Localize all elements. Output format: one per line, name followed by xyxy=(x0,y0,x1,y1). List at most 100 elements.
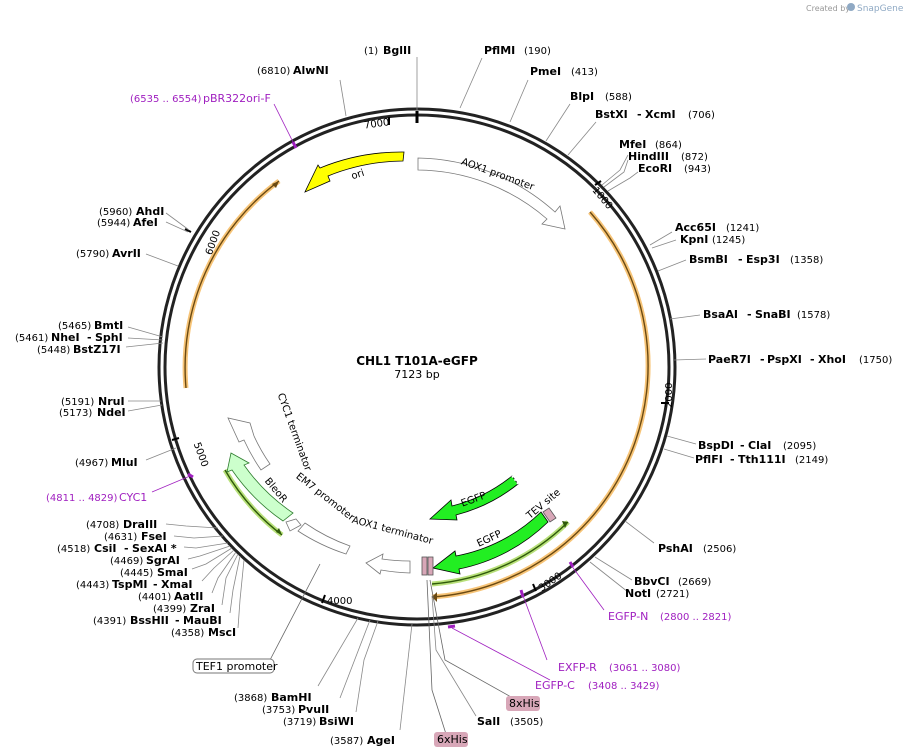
site-name-bbvci: BbvCI xyxy=(634,575,670,588)
cyc1-terminator-label: CYC1 terminator xyxy=(275,392,314,474)
site-pos-bstz17i: (5448) xyxy=(37,345,70,356)
orf-green-right-arrow xyxy=(562,521,568,528)
site-dash-bstxi: - xyxy=(637,108,642,121)
site-name-bsiwi: BsiWI xyxy=(319,715,354,728)
site-name-mfei: MfeI xyxy=(619,138,646,151)
plasmid-name: CHL1 T101A-eGFP xyxy=(356,354,478,368)
site-name-bstxi: BstXI xyxy=(595,108,628,121)
site-pos-nrui: (5191) xyxy=(61,397,94,408)
his6-label: 6xHis xyxy=(437,733,468,746)
egfp-feature-2 xyxy=(432,511,549,575)
primer-name-egfp-n: EGFP-N xyxy=(608,610,648,623)
site-pos-agei: (3587) xyxy=(330,736,363,747)
site-name-msci: MscI xyxy=(208,626,236,639)
site-pos-noti: (2721) xyxy=(656,589,689,600)
plasmid-size: 7123 bp xyxy=(394,368,439,381)
site-pos-avrii: (5790) xyxy=(76,249,109,260)
ori-feature xyxy=(304,151,405,193)
site-pos-nhei: (5461) xyxy=(15,333,48,344)
site-leader-lines xyxy=(125,57,707,731)
site-name-bsaai: BsaAI xyxy=(703,308,738,321)
primer-mark-egfp-c xyxy=(447,624,456,629)
site-pos-afei: (5944) xyxy=(97,218,130,229)
site-dash-bspdi: - xyxy=(740,439,745,452)
site-name-pmei: PmeI xyxy=(530,65,561,78)
site-pos-aatii: (4401) xyxy=(138,592,171,603)
tev-site-feature xyxy=(542,507,557,523)
primer-name-cyc1: CYC1 xyxy=(119,491,147,504)
site-name-xmai: XmaI xyxy=(161,578,192,591)
site-name-tspmi: TspMI xyxy=(112,578,148,591)
feature-leader-lines xyxy=(269,563,521,735)
site-name-blpi: BlpI xyxy=(570,90,594,103)
orf-green-left-line xyxy=(224,469,283,536)
em7-promoter-feature xyxy=(297,522,351,555)
site-name-alwni: AlwNI xyxy=(293,64,329,77)
site-pos-blpi: (588) xyxy=(605,92,632,103)
tick-2000: 2000 xyxy=(664,383,675,408)
site-name-bsmbi: BsmBI xyxy=(689,253,728,266)
site-name-pflmi: PflMI xyxy=(484,44,515,57)
site-name-avrii: AvrII xyxy=(112,247,141,260)
orf-orange-left-line xyxy=(184,180,280,389)
site-pos-bmti: (5465) xyxy=(58,321,91,332)
site-dash-pspxi: - xyxy=(810,353,815,366)
orf-orange-left xyxy=(182,178,281,389)
cyc1-terminator-feature xyxy=(227,417,271,471)
egfp-feature-1-break xyxy=(511,475,519,485)
site-name-xcmi: XcmI xyxy=(645,108,676,121)
site-name-mlui: MluI xyxy=(111,456,138,469)
site-pos-bspdi: (2095) xyxy=(783,441,816,452)
orf-orange-right-arrow xyxy=(432,592,437,602)
site-pos-ecori: (943) xyxy=(684,164,711,175)
site-name-bmti: BmtI xyxy=(94,319,123,332)
site-name-pvuii: PvuII xyxy=(298,703,329,716)
site-pos-bsshii: (4391) xyxy=(93,616,126,627)
site-name-acc65i: Acc65I xyxy=(675,221,716,234)
site-dash-bsaai: - xyxy=(747,308,752,321)
tick-marks xyxy=(171,117,669,604)
orf-green-right-line xyxy=(431,521,569,585)
site-pos-bsiwi: (3719) xyxy=(283,717,316,728)
em7-promoter-small-feature xyxy=(285,518,302,532)
primer-pos-exfp-r: (3061 .. 3080) xyxy=(609,663,681,674)
site-name-esp3i: Esp3I xyxy=(746,253,780,266)
site-pos-bamhi: (3868) xyxy=(234,693,267,704)
site-pos-tspmi: (4443) xyxy=(76,580,109,591)
site-name-nrui: NruI xyxy=(98,395,125,408)
his8-box xyxy=(506,696,540,711)
snapgene-logo-icon xyxy=(847,3,855,11)
site-name-zrai: ZraI xyxy=(190,602,215,615)
site-name-ecori: EcoRI xyxy=(638,162,672,175)
site-pos-bstxi: (706) xyxy=(688,110,715,121)
site-name-tth111i: Tth111I xyxy=(738,453,786,466)
site-pos-hindiii: (872) xyxy=(681,152,708,163)
site-pos-mlui: (4967) xyxy=(75,458,108,469)
site-name-noti: NotI xyxy=(625,587,651,600)
site-name-snabi: SnaBI xyxy=(755,308,791,321)
site-dash-paer7i: - xyxy=(760,353,765,366)
site-pos-msci: (4358) xyxy=(171,628,204,639)
site-pos-pvuii: (3753) xyxy=(262,705,295,716)
em7-promoter-label: EM7 promoter xyxy=(294,471,357,524)
site-name-sali: SalI xyxy=(477,715,500,728)
primer-name-egfp-c: EGFP-C xyxy=(535,679,575,692)
site-pos-bsmbi: (1358) xyxy=(790,255,823,266)
his-tag-feature-2 xyxy=(427,556,434,576)
site-name-clai: ClaI xyxy=(748,439,771,452)
primer-mark-cyc1 xyxy=(187,472,194,479)
orf-orange-left-arrow xyxy=(272,181,279,188)
site-pos-ahdi: (5960) xyxy=(99,207,132,218)
site-name-afei: AfeI xyxy=(133,216,158,229)
primer-pos-egfp-n: (2800 .. 2821) xyxy=(660,612,732,623)
tick-4000: 4000 xyxy=(327,596,352,607)
site-pos-draiii: (4708) xyxy=(86,520,119,531)
bleor-feature xyxy=(226,452,294,522)
site-name-kpni: KpnI xyxy=(680,233,708,246)
site-name-nhei: NheI xyxy=(51,331,80,344)
site-dash-tspmi: - xyxy=(153,578,158,591)
tef1-promoter-box xyxy=(192,658,275,674)
site-name-ndei: NdeI xyxy=(97,406,126,419)
site-name-sgrai: SgrAI xyxy=(146,554,180,567)
